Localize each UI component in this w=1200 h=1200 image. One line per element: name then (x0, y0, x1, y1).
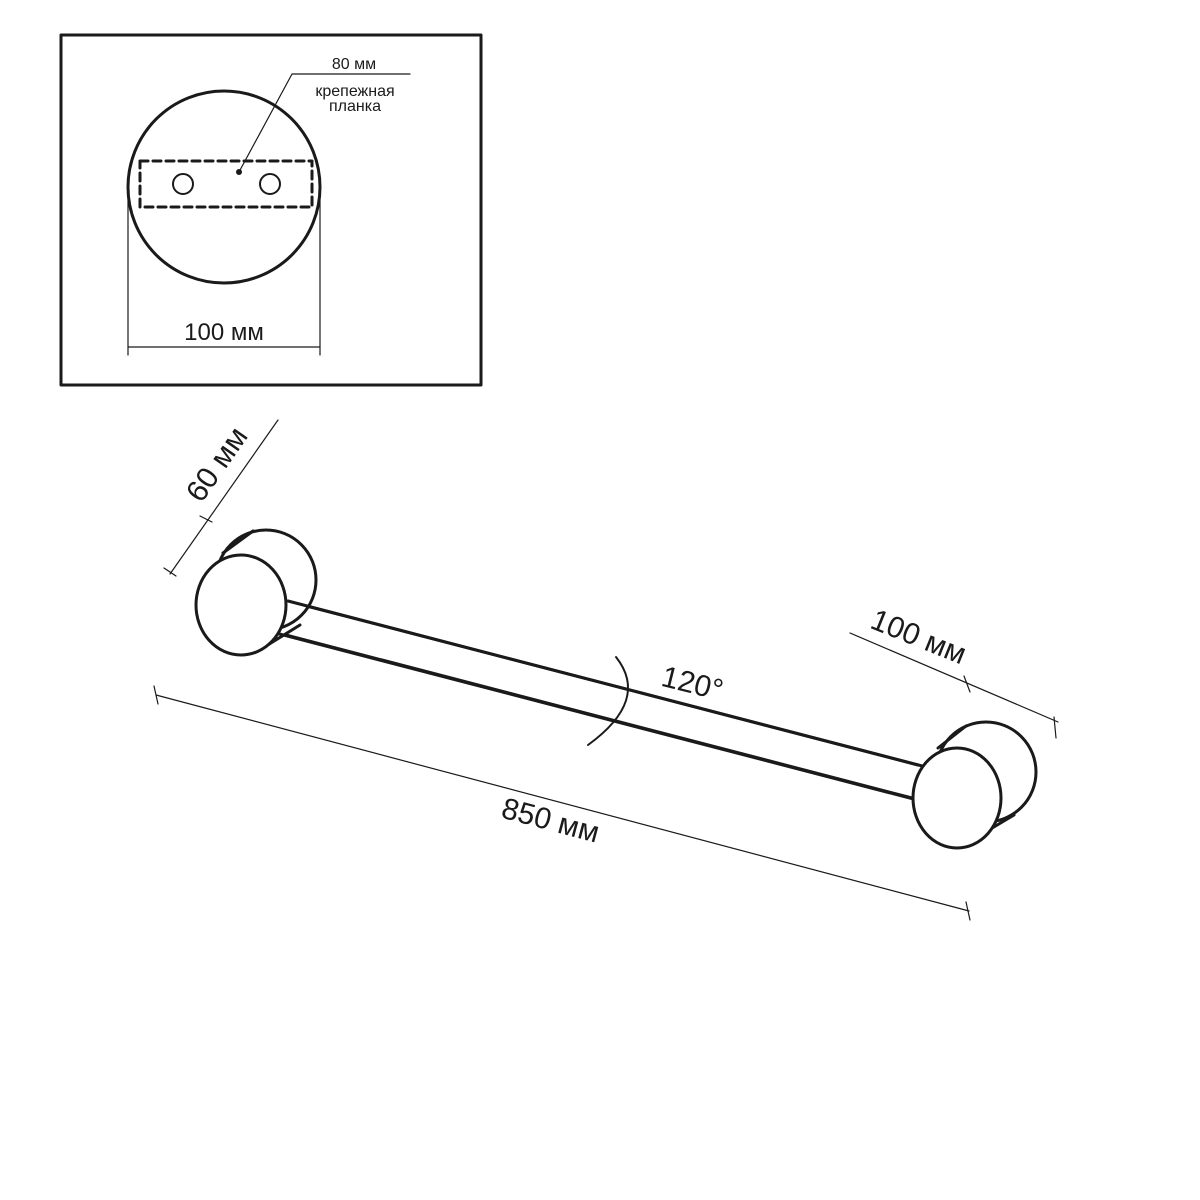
left-end-cap (194, 528, 318, 657)
base-diameter-label: 100 мм (184, 319, 264, 346)
total-length-label: 850 мм (498, 792, 603, 850)
head-dim-tick-right (1053, 716, 1057, 739)
lamp-bar-top-edge-front (286, 599, 920, 767)
strip-length-label: 80 мм (332, 56, 376, 73)
head-diameter-label: 100 мм (866, 603, 971, 671)
left-cap-front-disc (194, 553, 288, 657)
mount-base-circle (126, 89, 322, 285)
lamp-bar-bottom-edge-front (284, 633, 914, 800)
length-dim-tick-left (153, 685, 159, 705)
screw-hole-right (259, 173, 281, 195)
mount-detail-inset: 80 мм крепежная планка 100 мм (59, 33, 483, 387)
mounting-strip-outline (138, 159, 314, 209)
right-cap-side-top (936, 724, 968, 750)
depth-dim-line (169, 419, 279, 575)
screw-hole-left (172, 173, 194, 195)
strip-caption-line2: планка (329, 98, 381, 115)
left-cap-side-top (221, 529, 255, 555)
strip-leader-line (238, 73, 411, 173)
strip-caption-line1: крепежная (315, 83, 394, 100)
length-dim-line (155, 694, 970, 912)
angle-arc (587, 656, 630, 746)
length-dim-tick-right (965, 901, 971, 921)
head-dim-line (849, 632, 1059, 723)
right-end-cap (911, 720, 1038, 850)
lamp-drawing: 120° 60 мм 100 мм 850 мм (153, 419, 1059, 921)
right-cap-front-disc (911, 746, 1003, 850)
head-dim-tick-left (963, 675, 971, 693)
depth-dim-tick-top (199, 515, 213, 523)
depth-label: 60 мм (180, 421, 255, 508)
depth-dim-tick-bottom (163, 567, 177, 577)
inset-frame (59, 33, 483, 387)
